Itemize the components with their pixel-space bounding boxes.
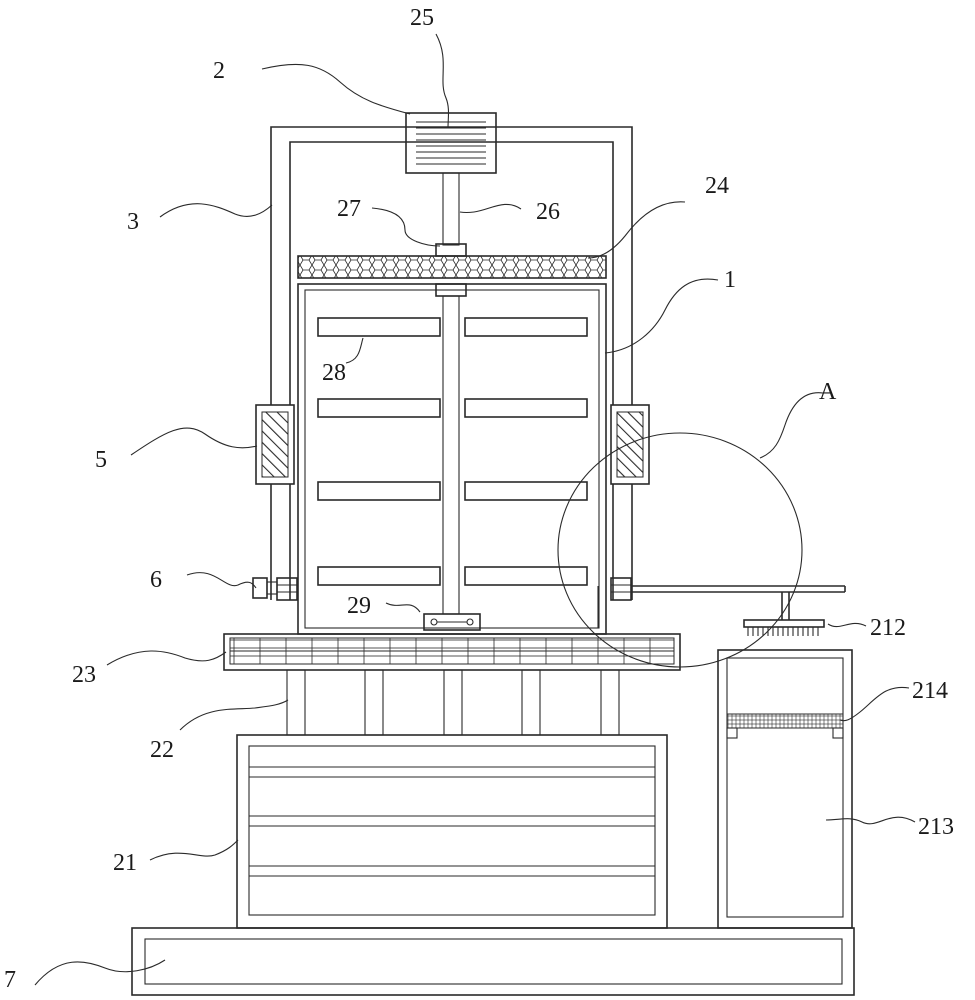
label-7: 7 [4,967,16,993]
label-1: 1 [724,267,736,293]
left-bolt [252,577,298,601]
leader-lines [34,33,916,986]
collection-bin [717,649,853,929]
top-motor-housing [405,112,497,174]
label-2: 2 [213,58,225,84]
label-3: 3 [127,209,139,235]
stirring-blades [317,317,588,586]
label-29: 29 [347,593,371,619]
label-26: 26 [536,199,560,225]
label-214: 214 [912,678,948,704]
lower-cabinet [236,734,668,929]
outer-frame [270,126,633,600]
label-212: 212 [870,615,906,641]
support-platform [223,633,681,671]
label-23: 23 [72,662,96,688]
label-24: 24 [705,173,729,199]
side-blocks [255,404,650,485]
bottom-bearing [423,613,481,631]
label-25: 25 [410,5,434,31]
detail-circle-a [557,432,803,668]
main-tank [297,283,607,635]
label-27: 27 [337,196,361,222]
support-legs [286,669,620,736]
part-labels: 25 2 24 27 26 3 1 28 A 5 6 29 212 23 214… [4,5,954,993]
label-a: A [819,379,837,405]
base-plate [131,927,855,996]
cleaning-brush [743,619,825,636]
label-213: 213 [918,814,954,840]
honeycomb-filter-plate [297,255,607,279]
label-6: 6 [150,567,162,593]
label-21: 21 [113,850,137,876]
label-22: 22 [150,737,174,763]
right-arm-assembly [597,577,846,628]
label-5: 5 [95,447,107,473]
upper-shaft [435,172,467,257]
label-28: 28 [322,360,346,386]
